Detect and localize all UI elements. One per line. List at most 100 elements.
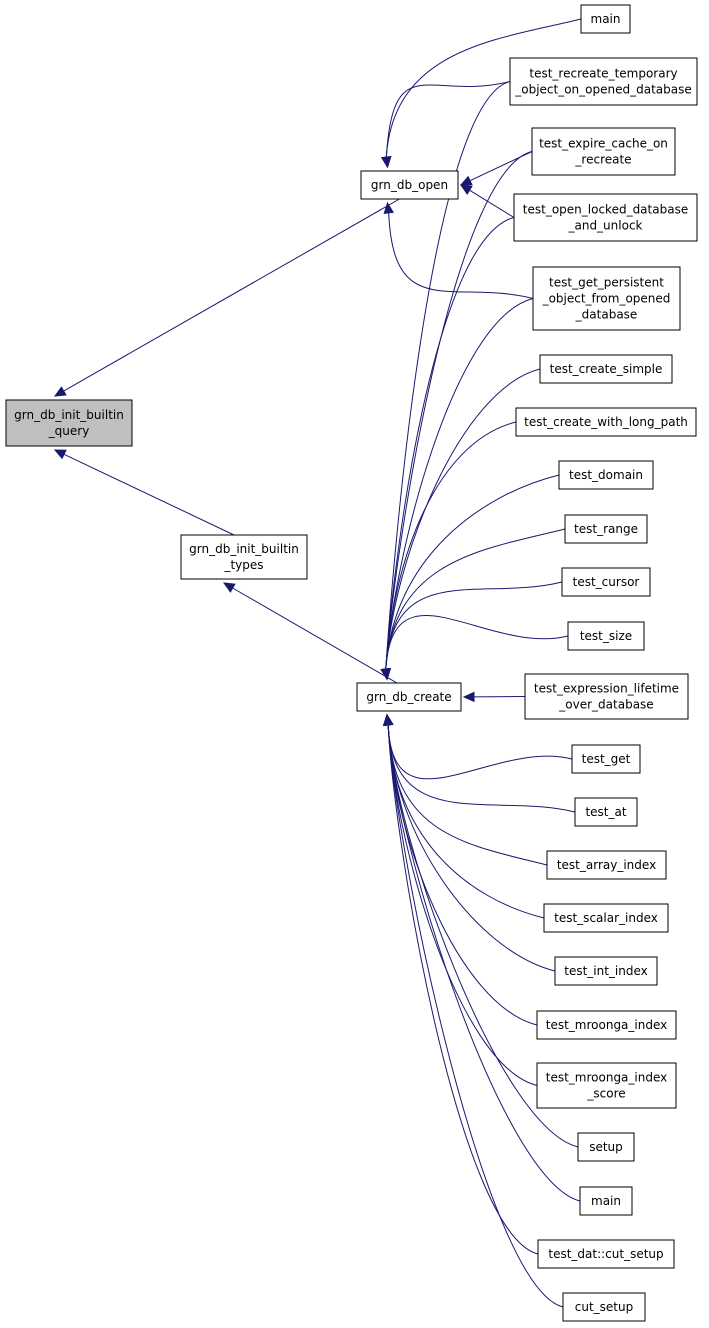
node-label: test_get_persistent (549, 276, 664, 290)
edge-main-2-to-grn-db-create (383, 713, 581, 1202)
arrowhead (459, 175, 473, 186)
node-test-at[interactable]: test_at (574, 797, 638, 827)
node-cut-setup[interactable]: cut_setup (562, 1292, 646, 1322)
node-label: test_recreate_temporary (529, 67, 677, 81)
node-box (564, 514, 648, 544)
node-test-expression-lifetime[interactable]: test_expression_lifetime_over_database (524, 673, 689, 720)
node-box (574, 797, 638, 827)
edge-line (387, 724, 564, 1308)
node-box (536, 1010, 677, 1040)
node-label: test_range (574, 522, 638, 536)
node-label: test_size (580, 629, 632, 643)
node-test-int-index[interactable]: test_int_index (554, 956, 658, 986)
node-label: main (591, 12, 621, 26)
arrowhead (462, 691, 475, 703)
node-box (356, 682, 462, 712)
node-label: cut_setup (575, 1300, 633, 1314)
node-box (5, 399, 133, 447)
node-test-mroonga-index[interactable]: test_mroonga_index (536, 1010, 677, 1040)
edge-test-recreate-temporary-to-grn-db-open (381, 81, 511, 169)
arrowhead (222, 582, 236, 593)
node-test-get[interactable]: test_get (571, 744, 641, 774)
node-box (567, 621, 645, 651)
node-label: _object_on_opened_database (514, 83, 692, 97)
edge-line (387, 724, 538, 1086)
edge-line (385, 151, 533, 670)
node-test-create-with-long-path[interactable]: test_create_with_long_path (515, 407, 697, 437)
edge-line (469, 189, 515, 218)
node-test-recreate-temporary[interactable]: test_recreate_temporary _object_on_opened… (509, 57, 698, 106)
node-label: test_scalar_index (554, 911, 658, 925)
node-label: test_create_simple (550, 362, 663, 376)
node-test-get-persistent[interactable]: test_get_persistent _object_from_opened _d… (532, 266, 681, 331)
node-box (360, 170, 459, 200)
node-label: _and_unlock (567, 219, 642, 233)
node-box (536, 1062, 677, 1109)
node-label: test_expire_cache_on (539, 137, 668, 151)
node-test-range[interactable]: test_range (564, 514, 648, 544)
node-main-2[interactable]: main (579, 1186, 633, 1216)
node-test-scalar-index[interactable]: test_scalar_index (543, 903, 669, 933)
node-label: test_int_index (564, 964, 648, 978)
node-label: _object_from_opened (542, 292, 671, 306)
node-test-size[interactable]: test_size (567, 621, 645, 651)
node-label: test_array_index (557, 858, 656, 872)
node-box (539, 354, 673, 384)
node-label: test_cursor (573, 575, 640, 589)
node-test-cursor[interactable]: test_cursor (561, 567, 651, 597)
node-label: test_open_locked_database (523, 203, 688, 217)
node-label: _recreate (574, 153, 631, 167)
node-label: main (591, 1194, 621, 1208)
node-box (554, 956, 658, 986)
node-grn-db-create[interactable]: grn_db_create (356, 682, 462, 712)
edge-test-expression-lifetime-to-grn-db-create (462, 691, 526, 703)
node-label: _database (575, 308, 638, 322)
node-test-open-locked[interactable]: test_open_locked_database _and_unlock (513, 193, 698, 242)
edge-test-range-to-grn-db-create (380, 528, 566, 681)
node-box (562, 1292, 646, 1322)
node-box (532, 266, 681, 331)
node-main-1[interactable]: main (580, 4, 631, 34)
node-box (180, 534, 308, 580)
edge-line (387, 724, 573, 780)
edge-line (385, 528, 566, 670)
node-grn-db-open[interactable]: grn_db_open (360, 170, 459, 200)
edge-line (387, 724, 548, 866)
arrowhead (380, 667, 391, 681)
node-test-mroonga-index-score[interactable]: test_mroonga_index_score (536, 1062, 677, 1109)
node-box (561, 567, 651, 597)
node-test-domain[interactable]: test_domain (558, 460, 654, 490)
node-label: _over_database (558, 698, 653, 712)
edge-test-get-to-grn-db-create (383, 713, 573, 780)
edge-line (385, 474, 560, 670)
arrowhead (383, 201, 394, 215)
edge-test-array-index-to-grn-db-create (383, 713, 548, 866)
node-focus: grn_db_init_builtin_query (5, 399, 133, 447)
node-grn-db-init-builtin-types[interactable]: grn_db_init_builtin_types (180, 534, 308, 580)
node-box (580, 4, 631, 34)
node-setup[interactable]: setup (577, 1132, 635, 1162)
edge-line (388, 212, 534, 299)
node-test-create-simple[interactable]: test_create_simple (539, 354, 673, 384)
edge-test-open-locked-to-grn-db-create (380, 217, 515, 681)
node-label: test_mroonga_index (546, 1071, 668, 1085)
node-box (577, 1132, 635, 1162)
node-test-dat-cut-setup[interactable]: test_dat::cut_setup (537, 1239, 675, 1269)
edge-cut-setup-to-grn-db-create (383, 713, 564, 1308)
edge-test-open-locked-to-grn-db-open (459, 184, 515, 218)
edge-grn-db-init-builtin-types-to-focus (53, 449, 235, 536)
node-box (531, 127, 676, 176)
edge-line (385, 81, 511, 158)
node-label: grn_db_create (366, 690, 451, 704)
node-test-expire-cache[interactable]: test_expire_cache_on _recreate (531, 127, 676, 176)
edge-line (385, 581, 563, 670)
node-test-array-index[interactable]: test_array_index (546, 850, 667, 880)
edge-test-cursor-to-grn-db-create (380, 581, 563, 681)
edge-test-at-to-grn-db-create (383, 713, 576, 813)
arrowhead (53, 449, 67, 460)
node-box (537, 1239, 675, 1269)
edge-line (385, 81, 511, 670)
node-label: test_get (582, 752, 631, 766)
node-label: _query (48, 424, 90, 438)
